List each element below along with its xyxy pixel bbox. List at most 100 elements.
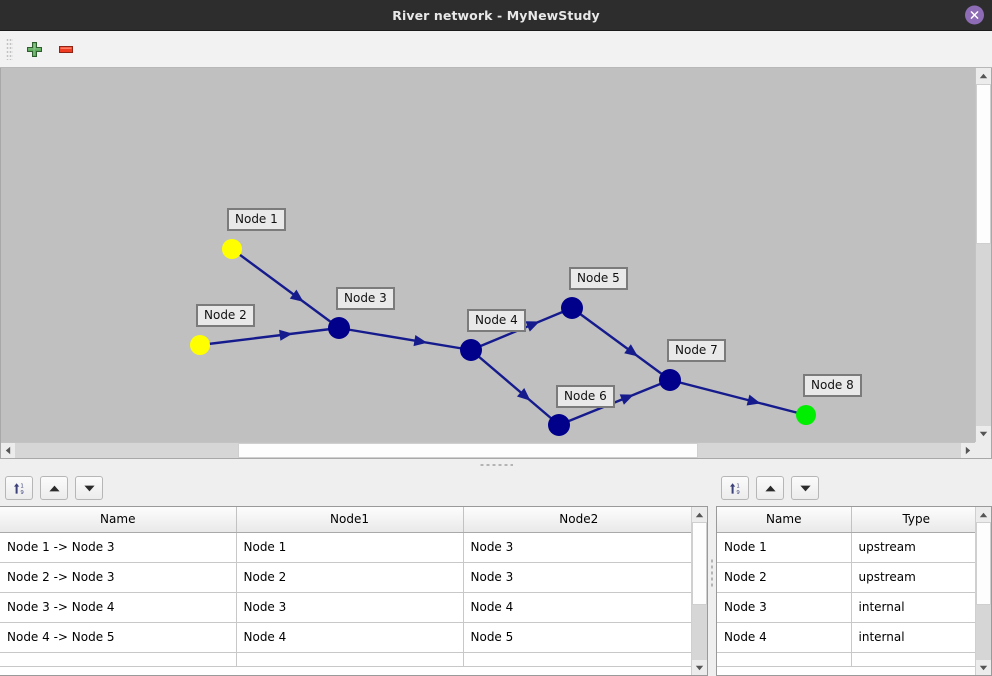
- cell-name[interactable]: [0, 652, 237, 667]
- cell-type[interactable]: internal: [851, 622, 975, 653]
- cell-node2[interactable]: Node 3: [463, 562, 691, 593]
- add-node-button[interactable]: [18, 34, 50, 64]
- graph-node-label-node-8[interactable]: Node 8: [803, 374, 862, 397]
- table-row[interactable]: [717, 652, 975, 667]
- table-row[interactable]: [0, 652, 691, 667]
- nodes-scroll-down-arrow-icon[interactable]: [976, 660, 991, 675]
- cell-type[interactable]: [851, 652, 975, 667]
- sort-reaches-button[interactable]: 1 9: [5, 476, 33, 500]
- reaches-scroll-up-arrow-icon[interactable]: [692, 507, 707, 522]
- graph-vertical-scrollbar[interactable]: [975, 68, 991, 442]
- cell-node2[interactable]: [463, 652, 691, 667]
- graph-node-node-1[interactable]: [222, 239, 242, 259]
- close-icon[interactable]: [965, 5, 984, 25]
- graph-node-node-6[interactable]: [548, 414, 570, 436]
- vertical-splitter[interactable]: [708, 470, 716, 676]
- cell-name[interactable]: Node 1: [717, 532, 852, 563]
- cell-node1[interactable]: Node 2: [236, 562, 464, 593]
- horizontal-splitter[interactable]: [0, 458, 992, 470]
- cell-node2[interactable]: Node 4: [463, 592, 691, 623]
- cell-name[interactable]: Node 2: [717, 562, 852, 593]
- nodes-vscroll-thumb[interactable]: [976, 522, 991, 605]
- edge-Node7-Node8[interactable]: [669, 378, 807, 417]
- graph-node-label-node-3[interactable]: Node 3: [336, 287, 395, 310]
- graph-node-label-node-6[interactable]: Node 6: [556, 385, 615, 408]
- graph-node-label-node-5[interactable]: Node 5: [569, 267, 628, 290]
- edge-Node3-Node4[interactable]: [338, 326, 472, 352]
- cell-node1[interactable]: Node 3: [236, 592, 464, 623]
- scroll-down-arrow-icon[interactable]: [976, 426, 991, 442]
- nodes-scroll-up-arrow-icon[interactable]: [976, 507, 991, 522]
- scroll-up-arrow-icon[interactable]: [976, 68, 991, 84]
- column-header-node1[interactable]: Node1: [236, 507, 464, 533]
- graph-node-node-5[interactable]: [561, 297, 583, 319]
- cell-name[interactable]: Node 3: [717, 592, 852, 623]
- column-header-node2[interactable]: Node2: [463, 507, 691, 533]
- move-reach-up-button[interactable]: [40, 476, 68, 500]
- cell-node1[interactable]: Node 4: [236, 622, 464, 653]
- reaches-vscroll-thumb[interactable]: [692, 522, 707, 605]
- cell-type[interactable]: upstream: [851, 562, 975, 593]
- graph-vscroll-thumb[interactable]: [976, 84, 991, 244]
- column-header-name[interactable]: Name: [717, 507, 852, 533]
- sort-nodes-button[interactable]: 1 9: [721, 476, 749, 500]
- move-node-up-button[interactable]: [756, 476, 784, 500]
- edge-Node5-Node7[interactable]: [571, 307, 671, 381]
- edge-Node1-Node3[interactable]: [231, 248, 340, 329]
- edge-Node4-Node6[interactable]: [470, 349, 560, 426]
- delete-node-button[interactable]: [50, 34, 82, 64]
- cell-node2[interactable]: Node 3: [463, 532, 691, 563]
- cell-node2[interactable]: Node 5: [463, 622, 691, 653]
- scroll-right-arrow-icon[interactable]: [961, 443, 975, 458]
- move-reach-down-button[interactable]: [75, 476, 103, 500]
- scroll-left-arrow-icon[interactable]: [1, 443, 15, 458]
- graph-node-node-4[interactable]: [460, 339, 482, 361]
- cell-node1[interactable]: [236, 652, 464, 667]
- cell-node1[interactable]: Node 1: [236, 532, 464, 563]
- graph-node-node-3[interactable]: [328, 317, 350, 339]
- cell-type[interactable]: upstream: [851, 532, 975, 563]
- cell-name[interactable]: Node 3 -> Node 4: [0, 592, 237, 623]
- graph-node-label-node-7[interactable]: Node 7: [667, 339, 726, 362]
- column-header-name[interactable]: Name: [0, 507, 237, 533]
- toolbar-grip[interactable]: [6, 38, 13, 60]
- nodes-vertical-scrollbar[interactable]: [975, 507, 991, 675]
- move-node-down-button[interactable]: [791, 476, 819, 500]
- cell-name[interactable]: Node 2 -> Node 3: [0, 562, 237, 593]
- cell-name[interactable]: [717, 652, 852, 667]
- graph-node-node-8[interactable]: [796, 405, 816, 425]
- cell-name[interactable]: Node 1 -> Node 3: [0, 532, 237, 563]
- cell-name[interactable]: Node 4: [717, 622, 852, 653]
- network-graph[interactable]: [1, 68, 975, 442]
- graph-hscroll-thumb[interactable]: [238, 443, 698, 458]
- reaches-scroll-down-arrow-icon[interactable]: [692, 660, 707, 675]
- graph-node-node-2[interactable]: [190, 335, 210, 355]
- cell-name[interactable]: Node 4 -> Node 5: [0, 622, 237, 653]
- edge-Node2-Node3[interactable]: [199, 326, 340, 347]
- graph-horizontal-scrollbar[interactable]: [1, 442, 975, 458]
- reaches-vertical-scrollbar[interactable]: [691, 507, 707, 675]
- graph-node-label-node-4[interactable]: Node 4: [467, 309, 526, 332]
- graph-node-label-node-1[interactable]: Node 1: [227, 208, 286, 231]
- graph-node-node-7[interactable]: [659, 369, 681, 391]
- column-header-type[interactable]: Type: [851, 507, 975, 533]
